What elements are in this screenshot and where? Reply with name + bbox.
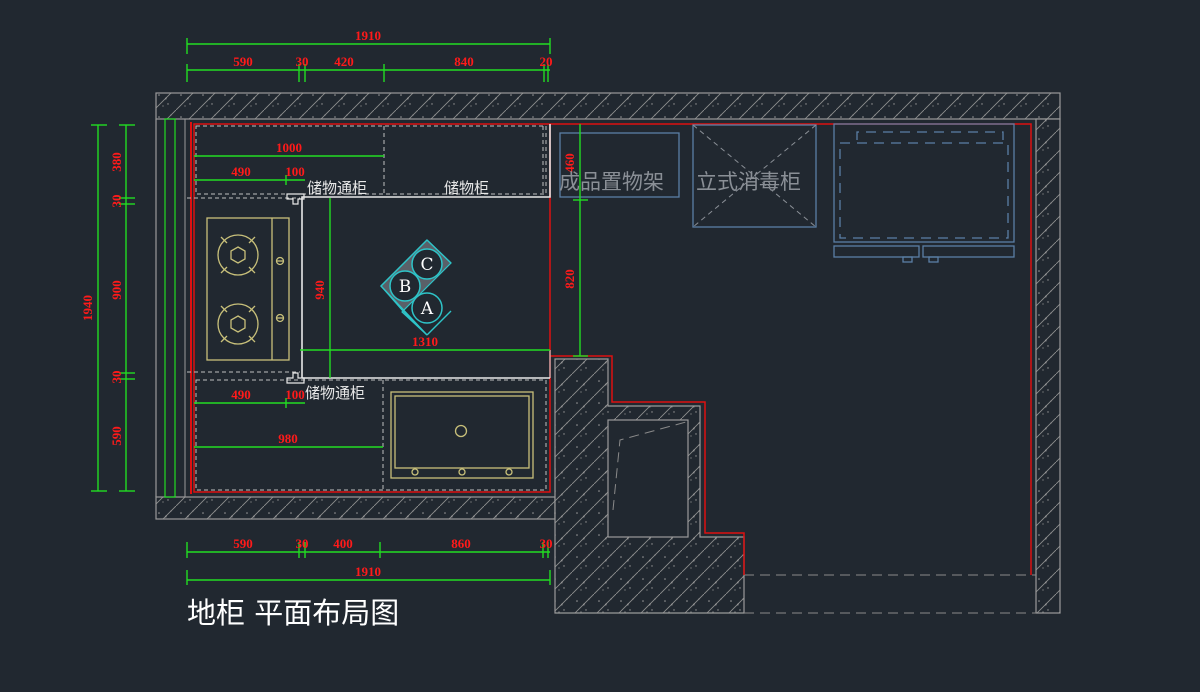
- shelf-box: [559, 132, 680, 198]
- dim-bottom-seg: 590: [233, 536, 253, 551]
- dim-bottom-total: 1910: [355, 564, 381, 579]
- dim-bottom-seg: 30: [540, 536, 553, 551]
- dim-bottom-seg: 400: [333, 536, 353, 551]
- stool-label: B: [399, 277, 412, 297]
- dim-top-seg: 20: [540, 54, 553, 69]
- wall-right: [1035, 118, 1061, 614]
- equipment: [559, 123, 1015, 263]
- cabinets: [187, 124, 551, 491]
- dim-inner: 1000: [276, 140, 302, 155]
- dim-top-seg: 420: [334, 54, 354, 69]
- dim-top-seg: 840: [454, 54, 474, 69]
- stool-B[interactable]: B: [389, 270, 421, 302]
- wall-bottom: [155, 496, 556, 520]
- stool-label: C: [420, 255, 433, 275]
- dim-left-seg: 380: [109, 152, 124, 172]
- label-finished-goods-shelf: 成品置物架: [559, 170, 664, 194]
- bracket-top: [286, 193, 305, 205]
- window-frame: [164, 118, 176, 498]
- cross-box-icon: [692, 124, 817, 228]
- sink-icon: [390, 391, 534, 479]
- dim-inner: 820: [562, 269, 577, 289]
- label-vertical-sterilizer: 立式消毒柜: [696, 170, 801, 194]
- dim-left-seg: 30: [109, 195, 124, 208]
- dim-left-seg: 30: [109, 371, 124, 384]
- dim-left-seg: 900: [109, 280, 124, 300]
- dim-left-total: 1940: [80, 295, 95, 321]
- stool-group: C B A: [380, 239, 452, 336]
- dim-left-seg: 590: [109, 426, 124, 446]
- shaft-opening: [607, 419, 689, 538]
- dim-top-seg: 30: [296, 54, 309, 69]
- wall-top: [155, 92, 1061, 120]
- dimension-text: 1910 590 30 420 840 20 590 30 400 860 30…: [80, 28, 577, 579]
- dim-inner: 100: [285, 164, 305, 179]
- drawing-title: 地柜 平面布局图: [187, 596, 399, 630]
- stool-A[interactable]: A: [411, 292, 443, 324]
- dimension-lines: [91, 38, 588, 585]
- walls: [155, 92, 1061, 614]
- dim-inner: 1310: [412, 334, 438, 349]
- stool-label: A: [420, 299, 434, 319]
- label-storage-cabinet: 储物柜: [444, 179, 489, 197]
- dim-inner: 490: [231, 164, 251, 179]
- bracket-bottom: [286, 372, 305, 384]
- stool-C[interactable]: C: [411, 248, 443, 280]
- labels: 储物通柜 储物柜 储物通柜 成品置物架 立式消毒柜: [305, 170, 801, 402]
- label-storage-pass-cabinet-top: 储物通柜: [307, 179, 367, 197]
- dim-top-total: 1910: [355, 28, 381, 43]
- stove-icon: [206, 217, 290, 361]
- dim-inner: 940: [312, 280, 327, 300]
- dim-inner: 100: [285, 387, 305, 402]
- dim-bottom-seg: 860: [451, 536, 471, 551]
- dim-inner: 980: [278, 431, 298, 446]
- dim-inner: 490: [231, 387, 251, 402]
- dim-top-seg: 590: [233, 54, 253, 69]
- refrigerator-icon: [833, 123, 1015, 263]
- dim-bottom-seg: 30: [296, 536, 309, 551]
- label-storage-pass-cabinet-bottom: 储物通柜: [305, 384, 365, 402]
- dim-inner: 460: [562, 153, 577, 173]
- counter-outline: [190, 122, 1032, 575]
